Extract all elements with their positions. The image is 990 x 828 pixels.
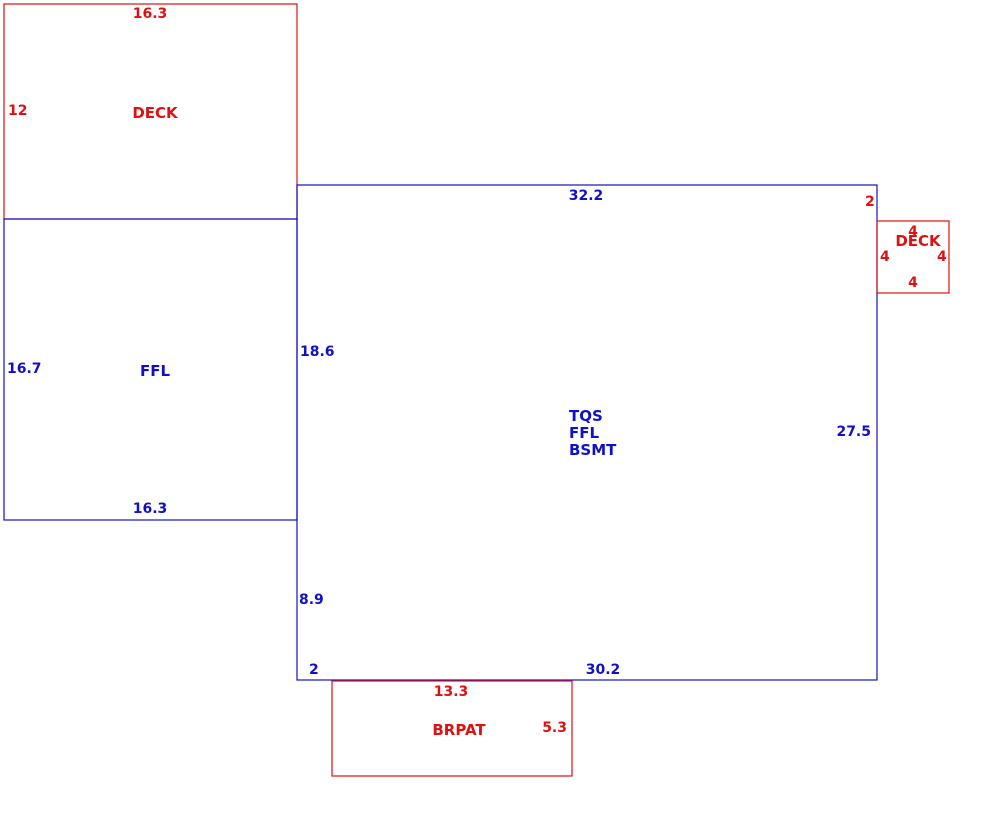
deck-right-label: DECK xyxy=(895,232,942,250)
main-label-line-2: FFL xyxy=(569,424,599,442)
main-dim-left-lower: 8.9 xyxy=(299,592,324,608)
ffl-left-dim-left: 16.7 xyxy=(7,361,42,377)
main-dim-top: 32.2 xyxy=(569,188,604,204)
brpat-label: BRPAT xyxy=(432,721,486,739)
deck-right-dim-left: 4 xyxy=(880,249,890,265)
main-label-line-3: BSMT xyxy=(569,441,617,459)
deck-right-dim-top: 4 xyxy=(908,224,918,240)
deck-top-label: DECK xyxy=(132,104,179,122)
main-dim-bottom-left-step: 2 xyxy=(309,662,319,678)
main-dim-bottom: 30.2 xyxy=(586,662,621,678)
brpat-dim-top: 13.3 xyxy=(434,684,469,700)
ffl-left-dim-right: 18.6 xyxy=(300,344,335,360)
main-label-line-1: TQS xyxy=(569,407,603,425)
deck-right-outline xyxy=(876,220,950,294)
ffl-left-label: FFL xyxy=(140,362,170,380)
main-house-outline xyxy=(296,184,878,681)
deck-right-dim-right: 4 xyxy=(937,249,947,265)
deck-right-area: 4 DECK 4 4 4 xyxy=(876,220,950,294)
brpat-area: 13.3 BRPAT 5.3 xyxy=(331,680,573,777)
main-house-area: 32.2 2 27.5 8.9 2 30.2 TQS FFL BSMT xyxy=(296,184,878,681)
ffl-left-area: 16.7 FFL 16.3 18.6 xyxy=(3,218,335,521)
main-dim-corner-top-right: 2 xyxy=(865,194,875,210)
deck-top-dim-left: 12 xyxy=(8,103,27,119)
brpat-dim-right: 5.3 xyxy=(542,720,567,736)
ffl-left-dim-bottom: 16.3 xyxy=(133,501,168,517)
brpat-outline xyxy=(331,680,573,777)
deck-top-dim-top: 16.3 xyxy=(133,6,168,22)
deck-right-dim-bottom: 4 xyxy=(908,275,918,291)
main-dim-right: 27.5 xyxy=(836,424,871,440)
deck-top-area: 16.3 12 DECK xyxy=(3,3,298,220)
